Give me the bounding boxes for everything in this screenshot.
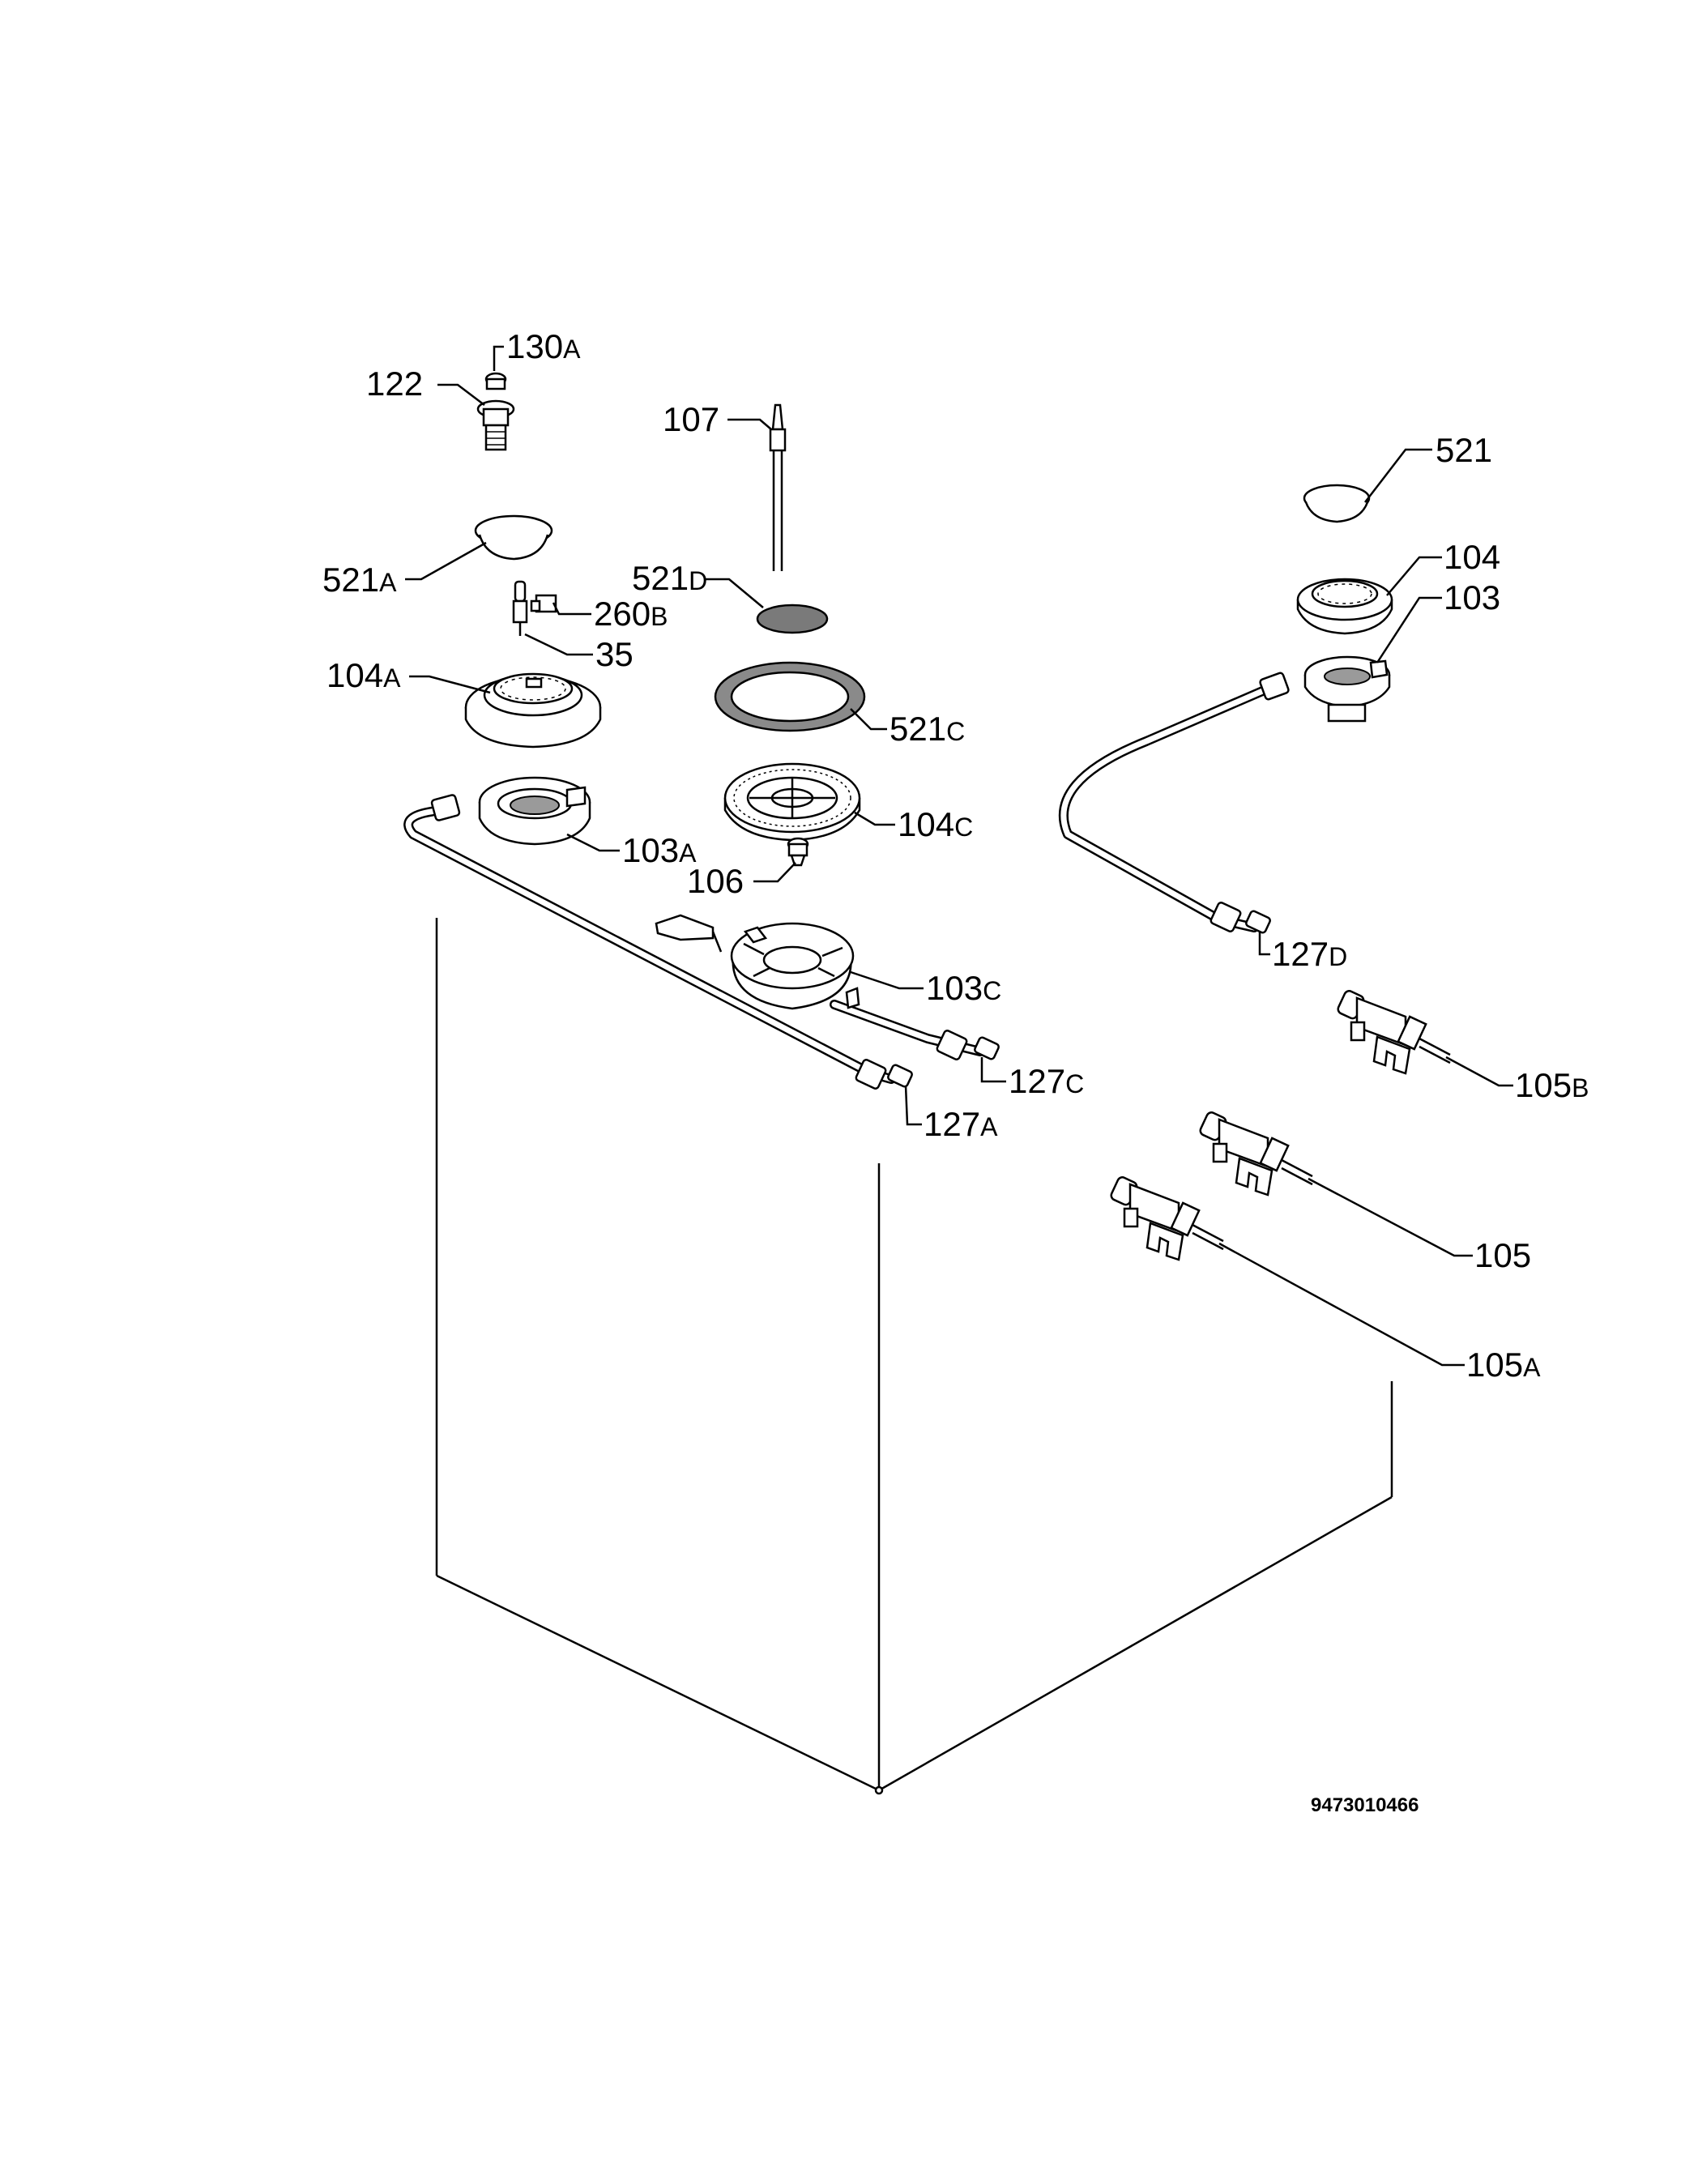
gas-pipes xyxy=(403,682,1277,1084)
burner-crown-104a xyxy=(464,672,602,749)
burner-base-103c xyxy=(730,922,860,1010)
label-103: 103 xyxy=(1444,578,1500,616)
label-521d: 521D xyxy=(632,559,707,597)
outer-ring-cap-521c xyxy=(714,661,866,732)
label-127d: 127D xyxy=(1272,935,1347,973)
callout-labels: 130A 122 107 521 521A 521D 260B 35 104 1… xyxy=(322,327,1589,1384)
label-103c: 103C xyxy=(926,969,1001,1007)
cabinet-outline xyxy=(435,918,1393,1795)
small-burner-cap xyxy=(474,514,553,561)
gas-valve-105b xyxy=(1337,990,1451,1075)
injector-106 xyxy=(787,837,809,867)
label-106: 106 xyxy=(687,862,744,900)
document-number: 9473010466 xyxy=(1311,1794,1419,1816)
label-35: 35 xyxy=(595,635,634,673)
label-130a: 130A xyxy=(506,327,581,365)
label-103a: 103A xyxy=(622,831,697,869)
label-521a: 521A xyxy=(322,561,397,599)
gas-valve-105a xyxy=(1110,1176,1224,1261)
burner-body-103 xyxy=(1303,655,1391,723)
label-127a: 127A xyxy=(924,1105,998,1143)
inner-cap-521d xyxy=(756,604,829,634)
label-105: 105 xyxy=(1474,1236,1531,1274)
label-104a: 104A xyxy=(326,656,401,694)
thermocouple-electrode xyxy=(512,580,557,636)
electrode-107 xyxy=(769,403,787,571)
label-104: 104 xyxy=(1444,538,1500,576)
leader-lines xyxy=(405,345,1513,1367)
label-260b: 260B xyxy=(594,595,668,633)
label-122: 122 xyxy=(366,365,423,403)
label-107: 107 xyxy=(663,400,719,438)
thermocouple-left-center xyxy=(655,914,723,953)
injector-122 xyxy=(476,372,515,451)
burner-crown-104c xyxy=(723,762,861,842)
pipe-fittings xyxy=(430,672,1290,1090)
label-105a: 105A xyxy=(1466,1346,1541,1384)
label-521c: 521C xyxy=(890,710,965,748)
burner-body-103a xyxy=(478,776,591,846)
label-105b: 105B xyxy=(1515,1066,1589,1104)
label-104c: 104C xyxy=(898,805,973,843)
gas-valve-105 xyxy=(1199,1111,1313,1197)
label-521: 521 xyxy=(1436,431,1492,469)
burner-cap-521 xyxy=(1303,484,1371,523)
burner-crown-104 xyxy=(1296,578,1393,635)
label-127c: 127C xyxy=(1009,1062,1084,1100)
